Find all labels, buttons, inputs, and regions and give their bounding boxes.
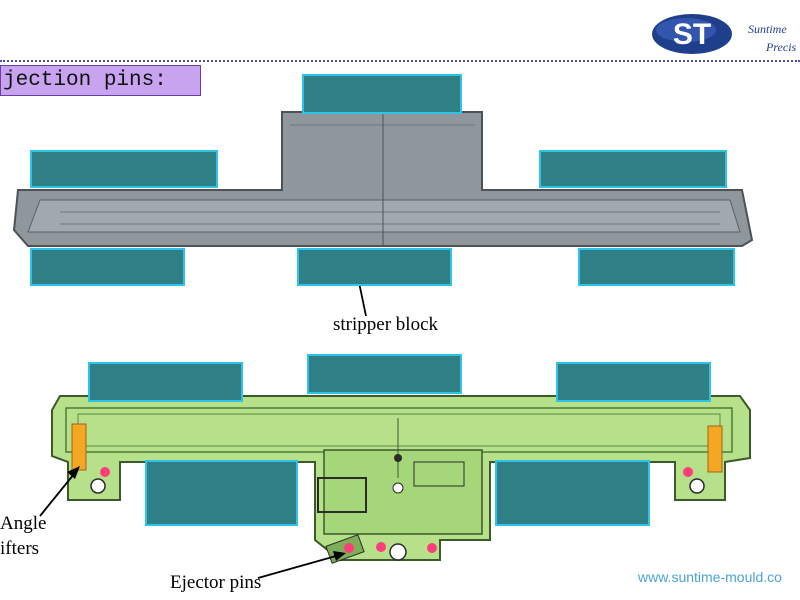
mask-box [495, 460, 650, 526]
logo-initials: ST [673, 18, 711, 51]
mask-box [556, 362, 711, 402]
angle-lifters-label-line2: ifters [0, 538, 40, 559]
mask-box [302, 74, 462, 114]
mask-box [307, 354, 462, 394]
angle-lifter-left [71, 423, 87, 471]
logo-icon: ST [652, 14, 732, 54]
mask-box [30, 248, 185, 286]
bottom-part-view [51, 395, 751, 564]
website-url[interactable]: www.suntime-mould.co [638, 569, 782, 585]
top-part-view [12, 111, 754, 247]
header-dotted-line [0, 60, 800, 62]
slide-title: jection pins: [0, 65, 201, 96]
mask-box [88, 362, 243, 402]
logo-name: Suntime [748, 22, 787, 36]
angle-lifters-label-line1: Angle [0, 513, 47, 534]
mask-box [578, 248, 735, 286]
company-logo: ST Suntime Precis [650, 8, 800, 60]
mask-box [145, 460, 298, 526]
angle-lifter-right [707, 425, 723, 473]
stripper-block-label: stripper block [333, 314, 439, 335]
mask-box [539, 150, 727, 188]
mask-box [30, 150, 218, 188]
mask-box [297, 248, 452, 286]
logo-tagline: Precis [766, 40, 797, 54]
ejector-pins-label: Ejector pins [170, 572, 262, 593]
